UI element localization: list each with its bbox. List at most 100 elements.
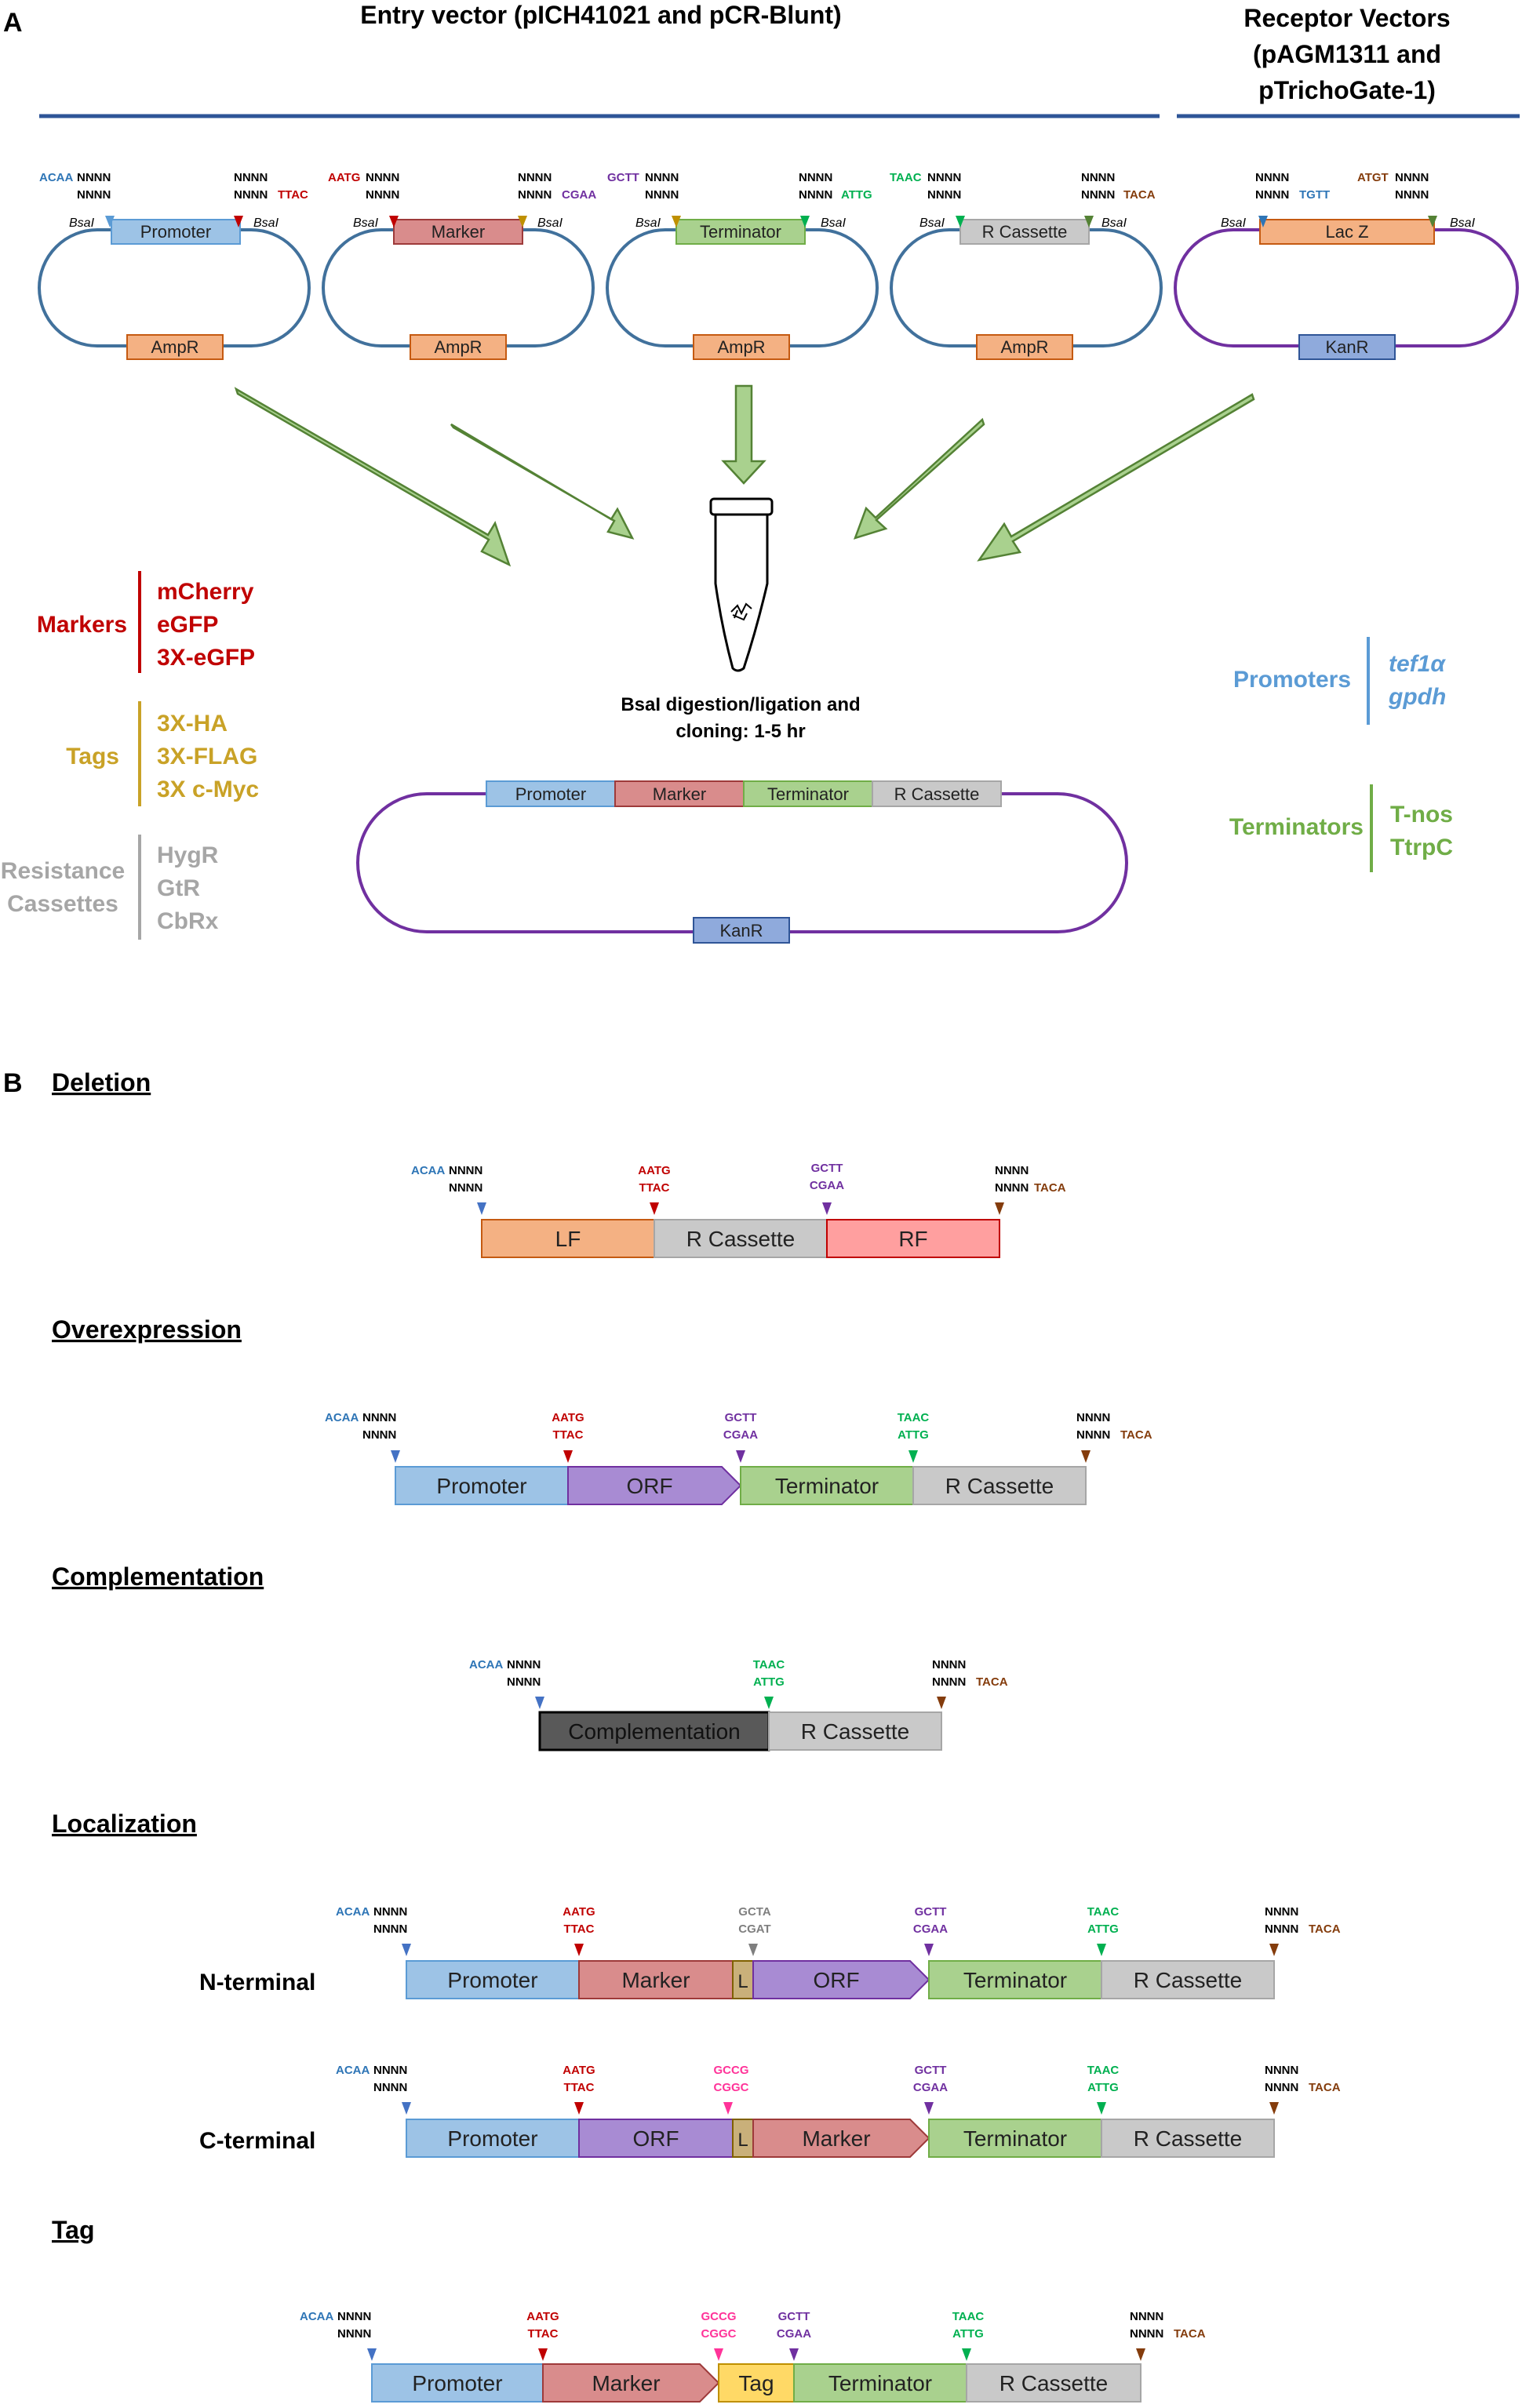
svg-text:TTAC: TTAC [278,188,308,202]
section-complementation: Complementation [52,1562,264,1591]
svg-text:Tags: Tags [66,744,119,769]
svg-text:NNNN: NNNN [799,188,832,202]
svg-text:R Cassette: R Cassette [999,2371,1109,2395]
svg-text:Marker: Marker [431,222,485,242]
svg-text:NNNN: NNNN [234,188,268,202]
svg-text:Tag: Tag [738,2371,774,2395]
assembly-arrows [234,384,1255,567]
svg-text:NNNN: NNNN [1255,171,1289,184]
svg-text:TACA: TACA [1309,1922,1341,1936]
svg-text:Terminator: Terminator [963,1968,1067,1992]
svg-text:GCTT: GCTT [725,1411,757,1424]
svg-text:NNNN: NNNN [1255,188,1289,202]
svg-text:RF: RF [898,1227,927,1251]
svg-text:Complementation: Complementation [568,1719,740,1744]
svg-text:CbRx: CbRx [157,908,219,934]
marker-part [393,219,523,245]
svg-text:mCherry: mCherry [157,579,254,605]
svg-text:Promoter: Promoter [140,222,211,242]
svg-text:Terminator: Terminator [700,222,781,242]
svg-text:CGGC: CGGC [701,2327,737,2341]
svg-text:NNNN: NNNN [1265,1922,1298,1936]
svg-text:Terminators: Terminators [1229,814,1364,840]
svg-text:TGTT: TGTT [1299,188,1330,202]
svg-text:BsaI: BsaI [635,216,661,230]
svg-text:NNNN: NNNN [373,1922,407,1936]
svg-text:Terminator: Terminator [828,2371,932,2395]
svg-text:TAAC: TAAC [952,2310,985,2323]
svg-text:3X-eGFP: 3X-eGFP [157,645,255,671]
svg-text:NNNN: NNNN [518,171,552,184]
svg-text:TACA: TACA [1174,2327,1206,2341]
legend-promoters: Promoters tef1α gpdh [1233,637,1446,725]
svg-text:TAAC: TAAC [890,171,922,184]
svg-text:Marker: Marker [802,2126,870,2151]
svg-text:Marker: Marker [653,784,706,804]
entry-plasmid-terminator: Terminator AmpR BsaI BsaI GCTT NNNN NNNN… [606,171,879,360]
svg-text:CGAA: CGAA [723,1428,758,1442]
arrow-from-receptor [977,393,1255,562]
svg-text:tef1α: tef1α [1389,651,1446,677]
section-overexpression: Overexpression [52,1315,242,1344]
receptor-title-line2: (pAGM1311 and [1253,40,1441,68]
svg-text:NNNN: NNNN [449,1181,482,1195]
svg-text:Lac Z: Lac Z [1325,222,1368,242]
svg-text:BsaI: BsaI [919,216,945,230]
svg-text:Promoter: Promoter [515,784,586,804]
svg-text:Terminator: Terminator [767,784,849,804]
svg-text:NNNN: NNNN [1081,188,1115,202]
svg-text:CGAA: CGAA [810,1179,844,1192]
svg-text:ORF: ORF [632,2126,679,2151]
svg-text:NNNN: NNNN [1265,2081,1298,2094]
svg-text:NNNN: NNNN [77,188,111,202]
reaction-caption-line1: BsaI digestion/ligation and [621,694,860,715]
svg-text:ATTG: ATTG [1087,1922,1119,1936]
svg-text:ACAA: ACAA [325,1411,359,1424]
svg-text:T-nos: T-nos [1390,802,1453,828]
svg-text:ACAA: ACAA [336,1905,370,1919]
svg-text:Promoter: Promoter [447,1968,537,1992]
entry-plasmid-promoter: Promoter AmpR BsaI BsaI ACAA NNNN NNNN N… [38,171,311,360]
svg-text:TAAC: TAAC [898,1411,930,1424]
svg-text:Cassettes: Cassettes [7,891,118,917]
svg-text:TACA: TACA [1120,1428,1152,1442]
svg-text:BsaI: BsaI [1450,216,1476,230]
svg-text:AATG: AATG [328,171,360,184]
svg-text:ACAA: ACAA [469,1658,503,1671]
entry-plasmid-marker: Marker AmpR BsaI BsaI AATG NNNN NNNN NNN… [322,171,596,360]
svg-text:NNNN: NNNN [373,2081,407,2094]
label-n-terminal: N-terminal [199,1970,315,1995]
svg-text:3X c-Myc: 3X c-Myc [157,777,259,802]
svg-text:GCTA: GCTA [738,1905,771,1919]
svg-text:GCCG: GCCG [701,2310,737,2323]
svg-text:TTAC: TTAC [564,2081,595,2094]
svg-text:AmpR: AmpR [1000,337,1048,357]
svg-text:TAAC: TAAC [1087,2064,1120,2077]
svg-text:AmpR: AmpR [717,337,765,357]
label-c-terminal: C-terminal [199,2128,315,2154]
tag-construct: Promoter Marker Tag Terminator R Cassett… [300,2310,1206,2403]
svg-text:Terminator: Terminator [963,2126,1067,2151]
svg-text:AATG: AATG [638,1164,670,1177]
svg-text:ACAA: ACAA [336,2064,370,2077]
svg-text:AATG: AATG [552,1411,584,1424]
svg-text:eGFP: eGFP [157,612,218,638]
svg-text:GCTT: GCTT [811,1162,843,1175]
complementation-construct: Complementation R Cassette ACAA NNNN NNN… [469,1658,1008,1751]
arrow-from-r-cassette [853,417,985,540]
svg-text:ATTG: ATTG [952,2327,984,2341]
svg-text:BsaI: BsaI [537,216,563,230]
svg-text:ATGT: ATGT [1357,171,1389,184]
svg-text:TTAC: TTAC [553,1428,584,1442]
terminator-part [675,219,806,245]
svg-text:ACAA: ACAA [39,171,73,184]
svg-text:AmpR: AmpR [151,337,198,357]
legend-tags: Tags 3X-HA 3X-FLAG 3X c-Myc [66,701,259,806]
svg-text:NNNN: NNNN [362,1411,396,1424]
svg-text:3X-HA: 3X-HA [157,711,228,737]
arrow-from-promoter [234,387,512,567]
ampr-part [126,334,224,360]
svg-text:Marker: Marker [592,2371,660,2395]
svg-text:NNNN: NNNN [1395,188,1429,202]
kanr-part [1298,334,1396,360]
